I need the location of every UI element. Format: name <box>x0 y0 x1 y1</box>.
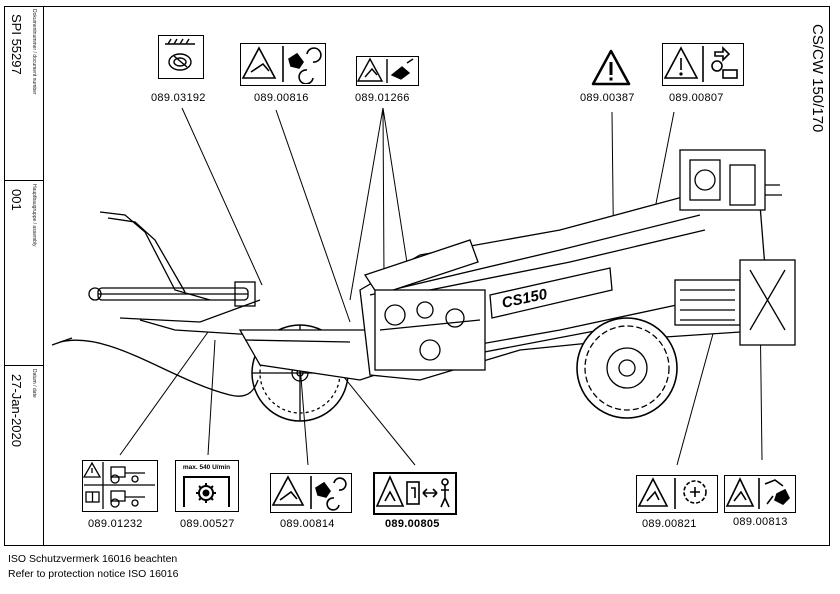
decal-089-01232 <box>82 460 158 512</box>
decal-code: 089.01232 <box>88 518 143 530</box>
decal-code: 089.00805 <box>385 518 440 530</box>
date-cell: 27-Jan-2020 Datum / date <box>4 366 44 546</box>
assembly-number: 001 <box>9 189 24 211</box>
leader-line <box>299 364 309 466</box>
decal-089-01266 <box>356 56 419 86</box>
leader-line <box>382 107 385 279</box>
decal-code: 089.01266 <box>355 92 410 104</box>
decal-code: 089.00816 <box>254 92 309 104</box>
doc-number-caption: Dokumentnummer / document number <box>31 9 37 95</box>
decal-089-00813 <box>724 475 796 513</box>
decal-code: 089.00387 <box>580 92 635 104</box>
leader-line <box>181 107 263 286</box>
drawing-frame <box>4 6 830 546</box>
decal-code: 089.00821 <box>642 518 697 530</box>
decal-089-00387 <box>591 49 631 86</box>
decal-code: 089.00813 <box>733 516 788 528</box>
decal-089-00527: max. 540 U/min <box>175 460 239 512</box>
crush-rotation-icon <box>271 475 347 511</box>
safety-distance-icon <box>375 475 450 508</box>
model-title: CS/CW 150/170 <box>809 24 826 133</box>
decal-089-03192 <box>158 35 204 79</box>
rotating-parts-icon <box>637 477 707 509</box>
decal-code: 089.03192 <box>151 92 206 104</box>
max-rpm-text: max. 540 U/min <box>182 464 231 471</box>
assembly-caption: Hauptbaugruppe / assembly <box>31 184 37 247</box>
tractor-coupling-icon <box>82 461 155 509</box>
leader-line <box>119 331 209 456</box>
doc-number-cell: SPI 55297 Dokumentnummer / document numb… <box>4 6 44 181</box>
leader-line <box>275 109 351 323</box>
manual-warning-icon <box>663 46 738 82</box>
decal-code: 089.00527 <box>180 518 235 530</box>
date: 27-Jan-2020 <box>9 374 24 447</box>
decal-089-00814 <box>270 473 352 513</box>
date-caption: Datum / date <box>31 369 37 398</box>
crush-warning-icon <box>241 46 322 85</box>
entanglement-icon <box>725 477 790 509</box>
pto-gear-icon <box>183 476 230 507</box>
protection-notice-de: ISO Schutzvermerk 16016 beachten <box>8 553 178 565</box>
title-block: SPI 55297 Dokumentnummer / document numb… <box>4 6 44 546</box>
decal-code: 089.00807 <box>669 92 724 104</box>
assembly-cell: 001 Hauptbaugruppe / assembly <box>4 181 44 366</box>
coil-hazard-icon <box>165 38 195 71</box>
doc-number: SPI 55297 <box>9 14 24 75</box>
decal-089-00805 <box>373 472 457 515</box>
decal-code: 089.00814 <box>280 518 335 530</box>
leader-line <box>382 107 411 283</box>
hand-injury-icon <box>356 57 414 83</box>
leader-line <box>349 107 384 301</box>
leader-line <box>207 339 216 456</box>
decal-089-00807 <box>662 43 744 86</box>
protection-notice-en: Refer to protection notice ISO 16016 <box>8 568 179 580</box>
decal-089-00816 <box>240 43 326 86</box>
decal-089-00821 <box>636 475 718 513</box>
